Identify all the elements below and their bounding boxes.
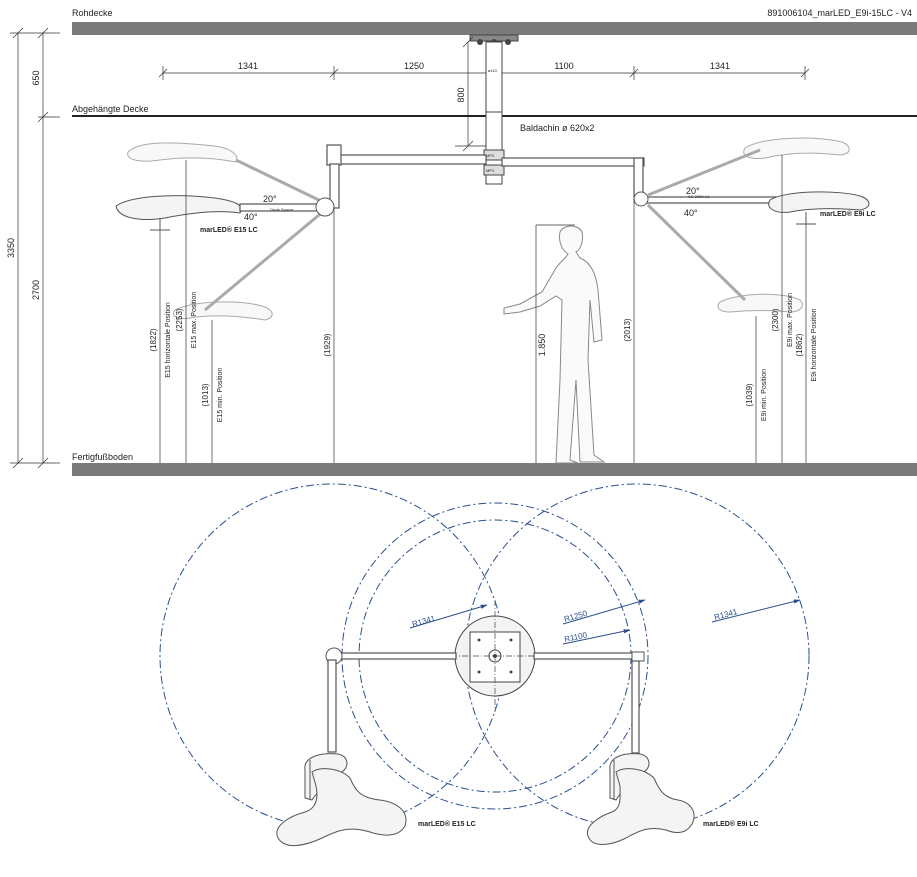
right-light-dims (633, 155, 807, 463)
plan-left-label: marLED® E15 LC (418, 820, 476, 828)
dim-1341-right: 1341 (710, 61, 730, 71)
radius-label-right: R1341 (713, 607, 739, 622)
left-dim-horizontal: (1822) (149, 328, 158, 351)
right-dim-min: (1039) (745, 383, 754, 406)
right-spacer-label: SC 2000 LC (688, 194, 710, 199)
left-light-dims (159, 160, 335, 463)
ceiling-gap-dim: 650 (31, 70, 41, 85)
left-light-label: marLED® E15 LC (200, 226, 258, 234)
left-angle-up: 20° (263, 194, 277, 204)
plan-canopy (440, 600, 550, 712)
plan-right-label: marLED® E9i LC (703, 820, 759, 828)
top-dimension-line (158, 66, 810, 80)
plan-left-lighthead (276, 753, 407, 846)
suspension-arms (326, 144, 645, 209)
person-height-dim: 1.850 (537, 334, 547, 357)
false-ceiling-label: Abgehängte Decke (72, 104, 149, 114)
floor-slab (72, 463, 917, 476)
column-mark-mp1: MP1 (486, 168, 495, 173)
ceiling-slab (72, 22, 917, 35)
left-spacer-label: Onda Spacer (270, 207, 294, 212)
dim-1100: 1100 (554, 61, 573, 71)
dim-1341-left: 1341 (238, 61, 258, 71)
left-dim-max-label: E15 max. Position (191, 292, 198, 349)
column-height-dim: 800 (456, 87, 466, 102)
drawing-number: 891006104_marLED_E9i-15LC - V4 (767, 8, 912, 18)
radius-label-1250: R1250 (563, 609, 589, 624)
right-arm-height: (2013) (623, 318, 632, 341)
plan-right-lighthead (586, 753, 695, 845)
radius-label-1100: R1100 (564, 630, 589, 644)
left-dim-min-label: E15 min. Position (217, 368, 224, 423)
radius-arrows (409, 599, 801, 645)
right-angle-down: 40° (684, 208, 698, 218)
right-dim-min-label: E9i min. Position (761, 369, 768, 421)
dim-1250: 1250 (404, 61, 424, 71)
right-dim-horizontal: (1862) (795, 333, 804, 356)
left-angle-down: 40° (244, 212, 258, 222)
ceiling-column (455, 34, 519, 185)
column-mark-mp2: MP2 (486, 153, 495, 158)
right-light-label: marLED® E9i LC (820, 210, 876, 218)
left-dim-max: (2253) (175, 308, 184, 331)
floor-label: Fertigfußboden (72, 452, 133, 462)
right-dim-horizontal-label: E9i horizontale Position (811, 308, 818, 381)
left-dim-horizontal-label: E15 horizontale Position (165, 302, 172, 378)
person-silhouette (503, 224, 606, 464)
left-dim-min: (1013) (201, 383, 210, 406)
column-mark-diameter: ø110 (488, 68, 498, 73)
radius-label-left: R1341 (411, 614, 437, 629)
room-height-dim: 2700 (31, 280, 41, 300)
right-angle-up: 20° (686, 186, 700, 196)
header-left-label: Rohdecke (72, 8, 113, 18)
right-lighthead-side (633, 137, 870, 313)
left-arm-height: (1929) (323, 333, 332, 356)
left-dimensions (10, 27, 60, 469)
canopy-label: Baldachin ø 620x2 (520, 123, 595, 133)
plan-arms (325, 647, 645, 754)
right-dim-max-label: E9i max. Position (787, 293, 794, 347)
left-lighthead-side (115, 142, 335, 321)
total-height-dim: 3350 (6, 238, 16, 258)
right-dim-max: (2300) (771, 308, 780, 331)
